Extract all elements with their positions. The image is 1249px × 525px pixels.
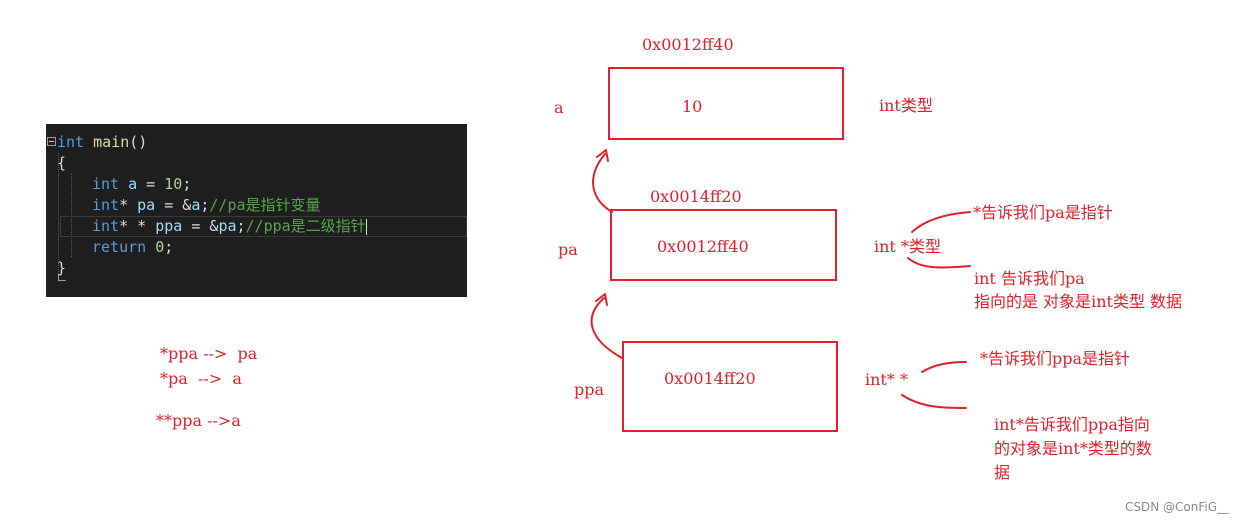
comment: //ppa是二级指针 xyxy=(245,217,366,235)
number-literal: 0 xyxy=(155,238,165,256)
brace: } xyxy=(57,259,67,277)
variable: pa xyxy=(218,217,237,235)
address-a: 0x0012ff40 xyxy=(642,35,734,54)
memory-box-a xyxy=(608,67,844,140)
variable: ppa xyxy=(155,217,183,235)
code-line-4[interactable]: int* pa = &a;//pa是指针变量 xyxy=(92,195,321,216)
punctuation: () xyxy=(129,133,148,151)
indent-guide xyxy=(71,174,72,257)
operator: = xyxy=(137,175,165,193)
memory-box-ppa xyxy=(622,341,838,432)
operator: = & xyxy=(155,196,192,214)
code-line-6[interactable]: return 0; xyxy=(92,237,173,258)
pointer-star-stroke xyxy=(911,211,971,233)
type-a: int类型 xyxy=(879,96,933,115)
note-pa-int-2: 指向的是 对象是int类型 数据 xyxy=(974,292,1183,311)
value-pa: 0x0012ff40 xyxy=(657,237,749,256)
deref-note-ppa: *ppa --> pa xyxy=(160,344,258,363)
code-line-1[interactable]: int main() xyxy=(57,132,147,153)
value-a: 10 xyxy=(682,97,703,116)
punctuation: ; xyxy=(164,238,174,256)
fold-end-marker xyxy=(58,274,66,281)
code-editor-panel xyxy=(46,124,467,297)
text-cursor xyxy=(365,218,367,235)
punctuation: ; xyxy=(182,175,192,193)
note-pa-int-1: int 告诉我们pa xyxy=(974,269,1085,288)
keyword: return xyxy=(92,238,147,256)
label-a: a xyxy=(554,98,564,117)
operator: * * xyxy=(119,217,156,235)
arrowhead-icon xyxy=(595,293,608,306)
code-line-7[interactable]: } xyxy=(57,258,66,279)
collapse-toggle-icon[interactable] xyxy=(47,137,56,146)
type-ppa: int* * xyxy=(865,370,908,389)
deref-note-double: **ppa -->a xyxy=(156,411,241,430)
note-ppa-int-2: 的对象是int*类型的数 xyxy=(994,439,1152,458)
keyword: int xyxy=(92,196,120,214)
operator: = & xyxy=(182,217,219,235)
keyword: int xyxy=(92,217,120,235)
keyword: int xyxy=(57,133,85,151)
variable: a xyxy=(191,196,201,214)
punctuation: ; xyxy=(236,217,246,235)
memory-box-pa xyxy=(610,209,837,281)
label-pa: pa xyxy=(558,240,578,259)
value-ppa: 0x0014ff20 xyxy=(664,369,756,388)
keyword: int xyxy=(92,175,120,193)
code-line-3[interactable]: int a = 10; xyxy=(92,174,191,195)
comment: //pa是指针变量 xyxy=(209,196,321,214)
variable: a xyxy=(128,175,138,193)
function-name: main xyxy=(93,133,130,151)
deref-note-pa: *pa --> a xyxy=(160,369,242,388)
pointer-star-stroke xyxy=(921,361,967,373)
watermark: CSDN @ConFiG__ xyxy=(1125,500,1230,514)
punctuation: ; xyxy=(200,196,210,214)
note-pa-star: *告诉我们pa是指针 xyxy=(973,203,1113,222)
variable: pa xyxy=(137,196,156,214)
arrow-ppa-to-pa xyxy=(590,297,623,359)
type-pa: int *类型 xyxy=(874,237,941,256)
brace: { xyxy=(57,154,67,172)
indent-guide xyxy=(58,153,59,274)
operator: * xyxy=(119,196,138,214)
note-ppa-int-3: 据 xyxy=(994,463,1011,482)
note-ppa-star: *告诉我们ppa是指针 xyxy=(980,349,1131,368)
number-literal: 10 xyxy=(164,175,183,193)
code-line-5[interactable]: int* * ppa = &pa;//ppa是二级指针 xyxy=(92,216,367,237)
arrowhead-icon xyxy=(596,149,609,162)
label-ppa: ppa xyxy=(574,380,605,399)
note-ppa-int-1: int*告诉我们ppa指向 xyxy=(994,415,1150,434)
pointer-int-stroke xyxy=(907,257,971,269)
code-line-2[interactable]: { xyxy=(57,153,66,174)
current-line-highlight xyxy=(60,216,467,237)
address-pa: 0x0014ff20 xyxy=(650,187,742,206)
arrow-pa-to-a xyxy=(592,153,613,213)
pointer-int-stroke xyxy=(901,394,967,409)
